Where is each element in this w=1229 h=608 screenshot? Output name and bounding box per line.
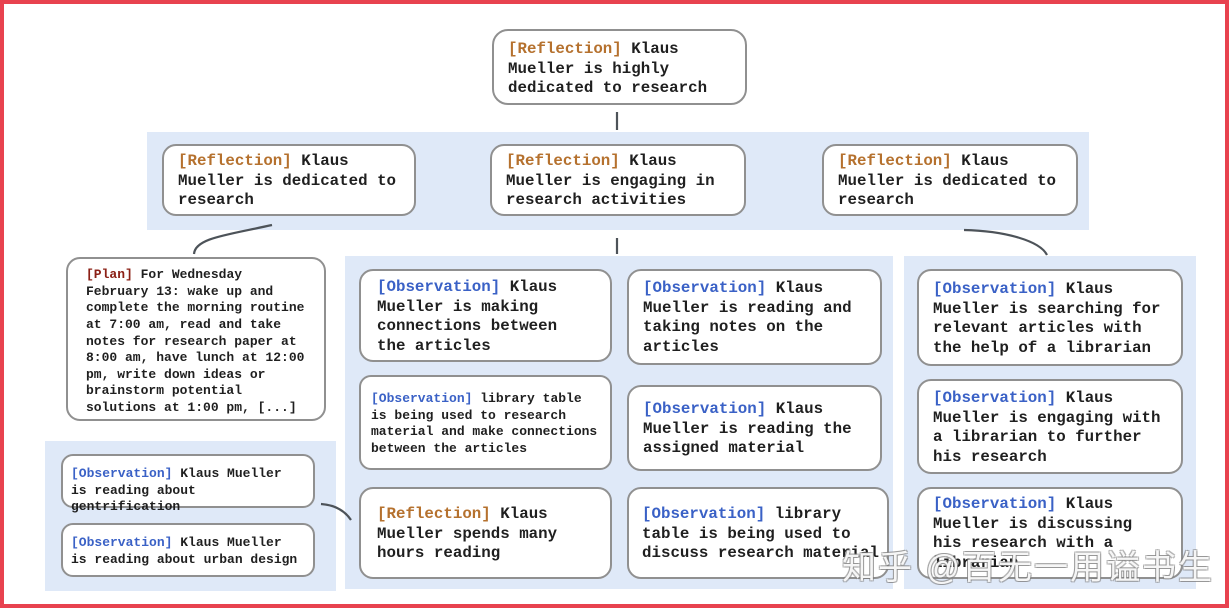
observation-tag: [Observation] — [377, 278, 501, 296]
observation-tag: [Observation] — [642, 505, 766, 523]
node-observation-library-research: [Observation] library table is being use… — [359, 375, 612, 470]
node-text: Klaus Mueller is highly dedicated to res… — [508, 40, 708, 98]
reflection-tag: [Reflection] — [838, 152, 952, 170]
observation-tag: [Observation] — [643, 279, 767, 297]
node-observation-engaging-librarian: [Observation] Klaus Mueller is engaging … — [917, 379, 1183, 474]
observation-tag: [Observation] — [643, 400, 767, 418]
node-reflection-right: [Reflection] Klaus Mueller is dedicated … — [822, 144, 1078, 216]
node-text: Klaus Mueller is engaging in research ac… — [506, 152, 715, 210]
node-observation-discussing-librarian: [Observation] Klaus Mueller is discussin… — [917, 487, 1183, 579]
arrow-rightband-to-right-reflection — [963, 228, 1048, 256]
node-text: Klaus Mueller is discussing his research… — [933, 495, 1133, 572]
observation-tag: [Observation] — [933, 495, 1057, 513]
node-text: Klaus Mueller spends many hours reading — [377, 505, 558, 563]
observation-tag: [Observation] — [71, 535, 173, 550]
node-text: For Wednesday February 13: wake up and c… — [86, 267, 305, 415]
node-observation-gentrification: [Observation] Klaus Mueller is reading a… — [61, 454, 315, 514]
node-text: library table is being used to research … — [371, 391, 598, 456]
node-observation-connections: [Observation] Klaus Mueller is making co… — [359, 269, 612, 362]
reflection-tag: [Reflection] — [508, 40, 622, 58]
node-text: Klaus Mueller is dedicated to research — [178, 152, 397, 210]
node-reflection-hours-reading: [Reflection] Klaus Mueller spends many h… — [359, 487, 612, 579]
node-reflection-middle: [Reflection] Klaus Mueller is engaging i… — [490, 144, 746, 216]
node-text: Klaus Mueller is reading and taking note… — [643, 279, 852, 356]
plan-tag: [Plan] — [86, 267, 133, 282]
node-observation-reading-notes: [Observation] Klaus Mueller is reading a… — [627, 269, 882, 365]
node-text: Klaus Mueller is reading about gentrific… — [71, 466, 282, 515]
reflection-tag: [Reflection] — [377, 505, 491, 523]
reflection-tag: [Reflection] — [506, 152, 620, 170]
node-text: Klaus Mueller is dedicated to research — [838, 152, 1057, 210]
node-text: Klaus Mueller is reading the assigned ma… — [643, 400, 852, 458]
observation-tag: [Observation] — [71, 466, 173, 481]
node-text: Klaus Mueller is engaging with a librari… — [933, 389, 1161, 466]
node-observation-library-discuss: [Observation] library table is being use… — [627, 487, 889, 579]
node-reflection-root: [Reflection] Klaus Mueller is highly ded… — [492, 29, 747, 105]
node-plan: [Plan] For Wednesday February 13: wake u… — [66, 257, 326, 421]
node-text: Klaus Mueller is reading about urban des… — [71, 535, 298, 567]
observation-tag: [Observation] — [371, 391, 473, 406]
node-observation-assigned-material: [Observation] Klaus Mueller is reading t… — [627, 385, 882, 471]
node-text: Klaus Mueller is searching for relevant … — [933, 280, 1161, 357]
node-reflection-left: [Reflection] Klaus Mueller is dedicated … — [162, 144, 416, 216]
zhihu-watermark: 知乎 @百无一用谥书生 — [842, 549, 1214, 587]
node-observation-urban-design: [Observation] Klaus Mueller is reading a… — [61, 523, 315, 577]
node-observation-searching-articles: [Observation] Klaus Mueller is searching… — [917, 269, 1183, 366]
observation-tag: [Observation] — [933, 389, 1057, 407]
reflection-tag: [Reflection] — [178, 152, 292, 170]
observation-tag: [Observation] — [933, 280, 1057, 298]
node-text: Klaus Mueller is making connections betw… — [377, 278, 558, 355]
node-text: library table is being used to discuss r… — [642, 505, 879, 563]
